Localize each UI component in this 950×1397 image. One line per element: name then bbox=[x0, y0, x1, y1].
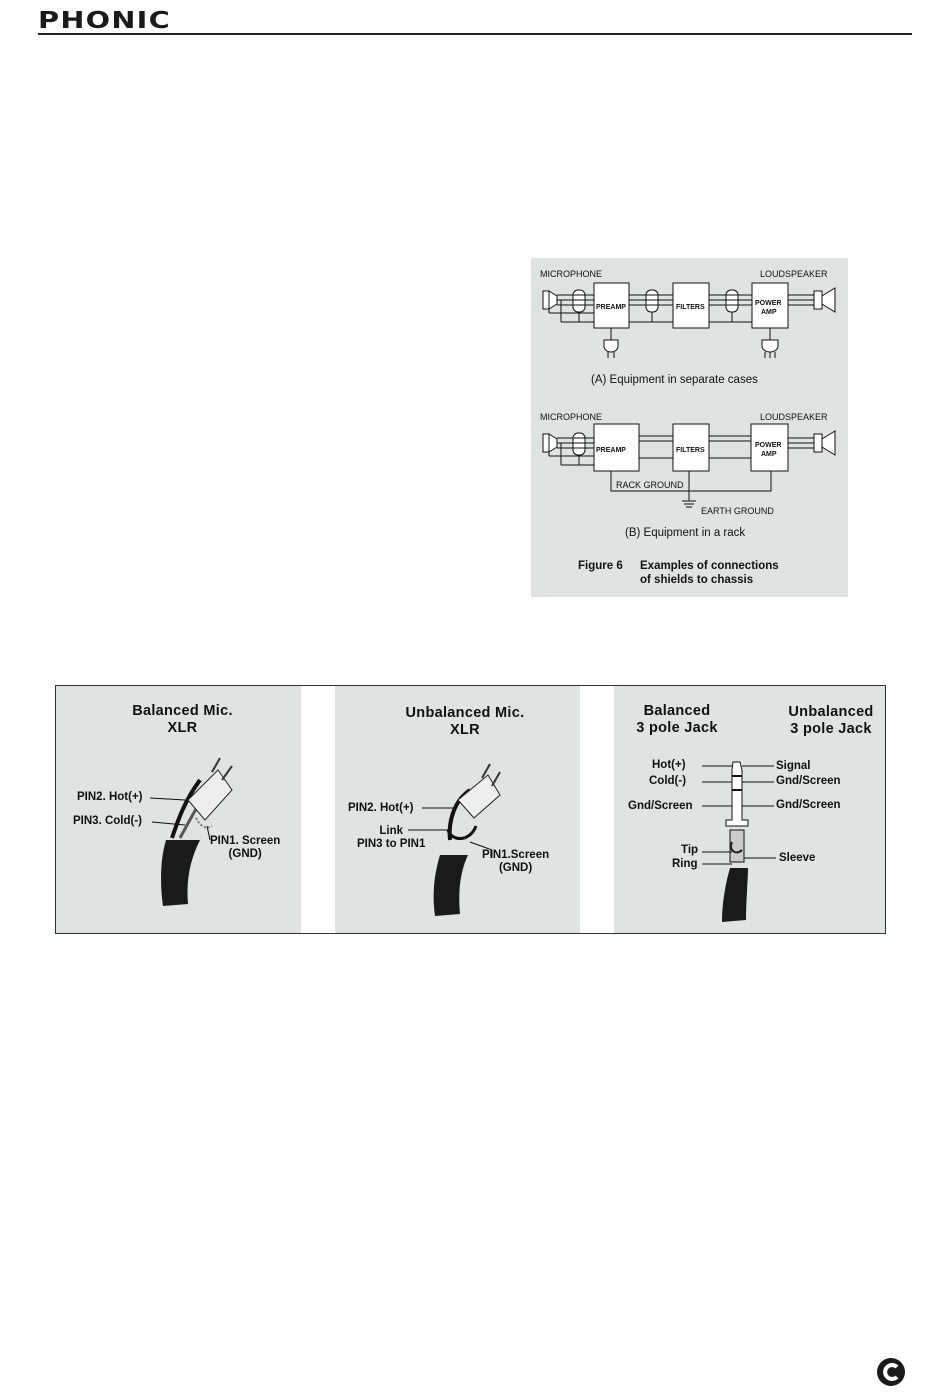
microphone-label-b: MICROPHONE bbox=[540, 412, 602, 422]
jack-ring-label: Ring bbox=[672, 858, 698, 870]
figure-number: Figure 6 bbox=[578, 560, 623, 572]
jack-panel bbox=[614, 686, 885, 934]
balanced-mic-title-line1: Balanced Mic. bbox=[132, 703, 233, 719]
balanced-xlr-drawing bbox=[149, 757, 233, 906]
figure-6: MICROPHONE LOUDSPEAKER PREAMP FILTERS PO… bbox=[531, 258, 848, 597]
filters-label-a: FILTERS bbox=[676, 304, 705, 311]
balanced-mic-title-line2: XLR bbox=[167, 720, 198, 736]
unbal-pin2-label: PIN2. Hot(+) bbox=[348, 802, 414, 814]
panel-gap-1 bbox=[301, 686, 335, 933]
jack-signal-label: Signal bbox=[776, 760, 811, 772]
phonic-logo: PHONIC bbox=[38, 8, 171, 34]
jack-gnd-right1-label: Gnd/Screen bbox=[776, 775, 841, 787]
power-label-a: POWER bbox=[755, 300, 781, 307]
panel-gap-2 bbox=[580, 686, 614, 933]
unbalanced-jack-title-line1: Unbalanced bbox=[788, 704, 874, 720]
bal-pin3-label: PIN3. Cold(-) bbox=[73, 815, 142, 827]
figure-title-line2: of shields to chassis bbox=[640, 574, 753, 586]
caption-a: (A) Equipment in separate cases bbox=[591, 374, 758, 386]
jack-gnd-left-label: Gnd/Screen bbox=[628, 800, 693, 812]
jack-tip-label: Tip bbox=[681, 844, 699, 856]
unbal-pin1-line2: (GND) bbox=[498, 862, 533, 874]
loudspeaker-label-b: LOUDSPEAKER bbox=[760, 412, 828, 422]
preamp-label-b: PREAMP bbox=[596, 447, 626, 454]
filters-label-b: FILTERS bbox=[676, 447, 705, 454]
figure-title-line1: Examples of connections bbox=[640, 560, 779, 572]
bal-pin1-label: PIN1. Screen (GND) bbox=[210, 835, 280, 861]
caption-b: (B) Equipment in a rack bbox=[625, 527, 745, 539]
jack-plug-drawing bbox=[702, 761, 776, 922]
balanced-mic-title: Balanced Mic. XLR bbox=[110, 703, 255, 737]
unbalanced-xlr-drawing bbox=[408, 763, 501, 916]
unbalanced-mic-title-line1: Unbalanced Mic. bbox=[405, 705, 525, 721]
header-rule bbox=[38, 33, 912, 35]
unbal-link-line2: PIN3 to PIN1 bbox=[357, 838, 426, 850]
wiring-frame bbox=[55, 685, 886, 934]
unbalanced-mic-title-line2: XLR bbox=[450, 722, 480, 738]
earth-ground-label: EARTH GROUND bbox=[701, 506, 774, 516]
bal-pin1-line2: (GND) bbox=[228, 848, 262, 860]
balanced-jack-title: Balanced 3 pole Jack bbox=[622, 703, 732, 737]
balanced-jack-title-line2: 3 pole Jack bbox=[636, 720, 718, 736]
language-c-icon bbox=[877, 1358, 905, 1386]
jack-gnd-right2-label: Gnd/Screen bbox=[776, 799, 841, 811]
jack-cold-label: Cold(-) bbox=[649, 775, 687, 787]
bal-pin1-line1: PIN1. Screen bbox=[210, 835, 281, 847]
unbalanced-jack-title: Unbalanced 3 pole Jack bbox=[775, 704, 887, 738]
unbalanced-jack-title-line2: 3 pole Jack bbox=[790, 721, 872, 737]
preamp-label-a: PREAMP bbox=[596, 304, 626, 311]
unbalanced-mic-title: Unbalanced Mic. XLR bbox=[390, 705, 540, 739]
power-label-b: POWER bbox=[755, 442, 781, 449]
shield-connection-diagram: MICROPHONE LOUDSPEAKER PREAMP FILTERS PO… bbox=[540, 269, 836, 586]
loudspeaker-label-a: LOUDSPEAKER bbox=[760, 269, 828, 279]
rack-ground-label: RACK GROUND bbox=[616, 480, 684, 490]
bal-pin2-label: PIN2. Hot(+) bbox=[77, 791, 143, 803]
balanced-jack-title-line1: Balanced bbox=[643, 703, 711, 719]
microphone-label-a: MICROPHONE bbox=[540, 269, 602, 279]
unbal-link-line1: Link bbox=[379, 825, 404, 837]
unbal-link-label: Link PIN3 to PIN1 bbox=[357, 825, 425, 851]
unbal-pin1-line1: PIN1.Screen bbox=[482, 849, 550, 861]
jack-sleeve-label: Sleeve bbox=[779, 852, 816, 864]
unbal-pin1-label: PIN1.Screen (GND) bbox=[482, 849, 549, 875]
amp-label-a: AMP bbox=[761, 309, 777, 316]
jack-hot-label: Hot(+) bbox=[652, 759, 686, 771]
amp-label-b: AMP bbox=[761, 451, 777, 458]
